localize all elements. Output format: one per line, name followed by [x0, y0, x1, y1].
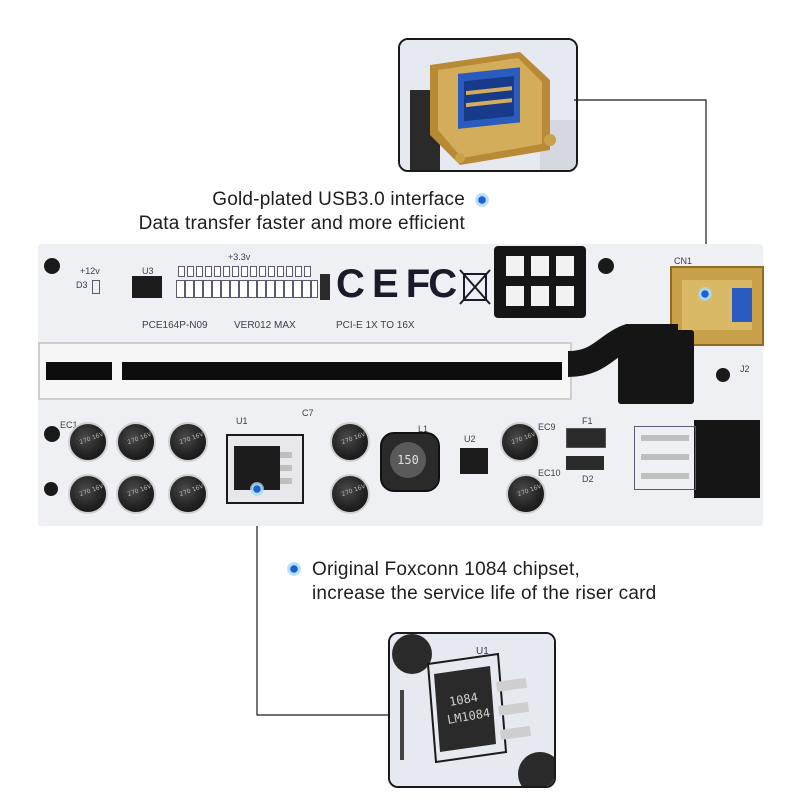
led-indicator: [304, 266, 311, 277]
resistor-pair: [320, 274, 330, 300]
mount-hole-icon: [598, 258, 614, 274]
led-indicator: [277, 266, 284, 277]
cert-logos: C E FC: [336, 262, 457, 306]
led-indicator: [178, 266, 185, 277]
plus33v-label: +3.3v: [228, 252, 251, 262]
u1-label: U1: [236, 416, 248, 426]
led-indicator: [250, 266, 257, 277]
u2-label: U2: [464, 434, 476, 444]
chip-callout-line1: Original Foxconn 1084 chipset,: [312, 559, 580, 580]
led-indicator: [259, 266, 266, 277]
inductor-value: 150: [390, 442, 426, 478]
led-indicator: [223, 266, 230, 277]
chip-callout-text: Original Foxconn 1084 chipset, increase …: [312, 558, 752, 606]
cable-connector-block: [618, 330, 694, 404]
connector-pins: [634, 426, 696, 490]
fuse-f1: [566, 428, 606, 448]
ec9-label: EC9: [538, 422, 556, 432]
usb-closeup-inset: [398, 38, 578, 172]
capacitor: 270 16V: [68, 422, 108, 462]
mount-hole-icon: [44, 426, 60, 442]
d2-label: D2: [582, 474, 594, 484]
chip-closeup-image: U1 1084 LM1084: [390, 634, 554, 786]
capacitor: 270 16V: [116, 474, 156, 514]
l1-label: L1: [418, 424, 429, 434]
capacitor: 270 16V: [330, 422, 370, 462]
molex-connector: [694, 420, 760, 498]
cn1-label: CN1: [674, 256, 693, 266]
usb-port-dot-icon: [698, 287, 712, 301]
ec10-label: EC10: [538, 468, 561, 478]
six-pin-power-connector: [494, 246, 586, 318]
led-indicator: [196, 266, 203, 277]
riser-board: +12v D3 U3 +3.3v PCE164P-N09 VER012 MAX …: [38, 244, 764, 526]
capacitor: 270 16V: [168, 422, 208, 462]
u2-chip: [460, 448, 488, 474]
inductor-l1: 150: [380, 432, 440, 492]
capacitor: 270 16V: [506, 474, 546, 514]
chip-callout-dot-icon: [287, 562, 301, 576]
d3-led: [92, 280, 100, 294]
usb-callout-text: Gold-plated USB3.0 interface Data transf…: [100, 188, 465, 236]
weee-bin-icon: [459, 269, 491, 305]
mount-hole-icon: [44, 482, 58, 496]
j2-label: J2: [740, 364, 750, 374]
led-indicator: [232, 266, 239, 277]
led-indicator: [205, 266, 212, 277]
led-indicator: [187, 266, 194, 277]
capacitor: 270 16V: [500, 422, 540, 462]
usb-closeup-image: [400, 40, 576, 170]
d3-label: D3: [76, 280, 88, 290]
chip-callout-line2: increase the service life of the riser c…: [312, 583, 657, 604]
diode-d2: [566, 456, 604, 470]
mount-hole-icon: [44, 258, 60, 274]
foxconn-1084-chip: [226, 434, 304, 504]
ec1-label: EC1: [60, 420, 78, 430]
inset-chip-marking-1: 1084: [448, 690, 479, 709]
usb-callout-dot-icon: [475, 193, 489, 207]
led-indicator: [295, 266, 302, 277]
pcie-x16-slot: [38, 342, 572, 400]
u3-chip: [132, 276, 162, 298]
capacitor: 270 16V: [116, 422, 156, 462]
plus12v-label: +12v: [80, 266, 100, 276]
usb-callout-line1: Gold-plated USB3.0 interface: [212, 189, 465, 210]
f1-label: F1: [582, 416, 593, 426]
led-indicator: [268, 266, 275, 277]
capacitor: 270 16V: [68, 474, 108, 514]
version-label: VER012 MAX: [234, 320, 296, 331]
capacitor: 270 16V: [168, 474, 208, 514]
model-label: PCE164P-N09: [142, 320, 208, 331]
c7-label: C7: [302, 408, 314, 418]
pcie-label: PCI-E 1X TO 16X: [336, 320, 415, 331]
led-indicator: [214, 266, 221, 277]
led-indicator: [241, 266, 248, 277]
chip-closeup-inset: U1 1084 LM1084: [388, 632, 556, 788]
mount-hole-icon: [716, 368, 730, 382]
led-indicator: [286, 266, 293, 277]
usb-callout-line2: Data transfer faster and more efficient: [138, 213, 465, 234]
led-strip-bar: [176, 280, 318, 298]
inset-u1-label: U1: [476, 646, 489, 657]
capacitor: 270 16V: [330, 474, 370, 514]
chip-dot-icon: [250, 482, 264, 496]
u3-label: U3: [142, 266, 154, 276]
